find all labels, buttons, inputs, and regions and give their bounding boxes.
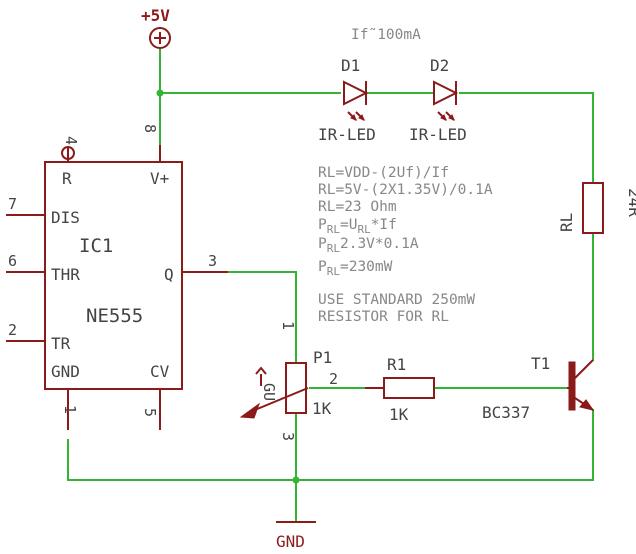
note-line-3: RL=23 Ohm	[318, 199, 397, 215]
rl-name: RL	[557, 213, 576, 232]
pin-num-thr: 6	[8, 252, 17, 270]
pin-name-r: R	[62, 169, 72, 188]
d1-name: D1	[341, 56, 360, 75]
pin-num-cv: 5	[141, 408, 159, 417]
pin-name-q: Q	[164, 265, 174, 284]
plus-sign-icon	[154, 32, 166, 44]
p1-wiper-head	[239, 402, 261, 419]
rl-value: 24R	[625, 188, 636, 217]
note-line-5: PRL2.3V*0.1A	[318, 236, 419, 255]
t1-base-bar	[568, 361, 576, 411]
note-line-4-end: *If	[371, 217, 397, 233]
current-note: If˜100mA	[351, 27, 421, 43]
pin-name-dis: DIS	[51, 208, 80, 227]
supply-5v: +5V	[141, 6, 171, 49]
t1-value: BC337	[482, 403, 530, 422]
plus-circle-icon	[149, 27, 171, 49]
note-line-4: PRL=URL*If	[318, 217, 397, 236]
note-line-1: RL=VDD-(2Uf)/If	[318, 165, 449, 181]
resistor-rl: RL 24R	[557, 182, 636, 234]
p1-pin-bottom: 3	[279, 432, 297, 441]
pin-num-q: 3	[208, 252, 217, 270]
ic-type: NE555	[86, 305, 143, 327]
t1-emitter-arrow-icon	[579, 399, 595, 411]
diode-d2: D2 IR-LED	[409, 56, 467, 144]
d2-arrowhead-a	[440, 114, 447, 121]
p1-tag: GU	[260, 383, 278, 401]
d1-arrowhead-a	[350, 114, 357, 121]
pin-num-dis: 7	[8, 195, 17, 213]
p1-body	[285, 362, 307, 414]
t1-name: T1	[531, 354, 550, 373]
pin-name-vplus: V+	[150, 169, 169, 188]
r1-value: 1K	[389, 405, 409, 424]
diode-d1: D1 IR-LED	[318, 56, 376, 144]
ic-body	[44, 161, 183, 390]
calculation-notes: RL=VDD-(2Uf)/If RL=5V-(2X1.35V)/0.1A RL=…	[318, 165, 493, 325]
note-line-4-sub2: RL	[357, 223, 371, 236]
note-line-4-mid: =U	[340, 217, 357, 233]
note-line-5-p: P	[318, 236, 327, 252]
pin-name-thr: THR	[51, 265, 80, 284]
pin-num-vplus: 8	[141, 124, 159, 133]
r1-name: R1	[387, 355, 406, 374]
pin-name-tr: TR	[51, 334, 71, 353]
t1-collector	[574, 359, 594, 379]
p1-pin-top: 1	[279, 321, 297, 330]
wire-q-to-pot	[181, 271, 297, 364]
d2-name: D2	[430, 56, 449, 75]
wires	[67, 49, 594, 523]
p1-wiper-arrow-icon	[249, 387, 309, 413]
d1-arrowhead-b	[358, 114, 365, 121]
note-line-5-end: 2.3V*0.1A	[340, 236, 419, 252]
pin-name-gnd: GND	[51, 362, 80, 381]
r1-body	[383, 377, 435, 399]
pin-r-bubble	[61, 146, 75, 160]
d2-triangle-icon	[433, 80, 459, 106]
rl-body	[582, 182, 604, 234]
p1-adjust-arrow-icon	[255, 366, 267, 386]
note-line-6-end: =230mW	[340, 259, 393, 275]
ground-symbol: GND	[276, 521, 316, 551]
p1-pin-wiper: 2	[329, 370, 338, 388]
note-line-4-sub: RL	[327, 223, 341, 236]
note-line-4-p: P	[318, 217, 327, 233]
ic-name: IC1	[79, 235, 113, 257]
note-line-2: RL=5V-(2X1.35V)/0.1A	[318, 182, 493, 198]
transistor-t1: T1 BC337	[482, 354, 595, 422]
pin-num-r: 4	[62, 136, 80, 145]
ground-label: GND	[276, 532, 305, 551]
resistor-r1: R1 1K	[365, 355, 435, 424]
pin-num-gnd: 1	[61, 405, 79, 414]
supply-label: +5V	[141, 6, 170, 25]
p1-name: P1	[313, 348, 332, 367]
note-line-6-sub: RL	[327, 265, 341, 278]
d1-triangle-icon	[343, 80, 369, 106]
note-line-6: PRL=230mW	[318, 259, 393, 278]
d2-value: IR-LED	[409, 125, 467, 144]
d2-arrowhead-b	[448, 114, 455, 121]
note-line-8: RESISTOR FOR RL	[318, 309, 449, 325]
p1-value: 1K	[312, 399, 332, 418]
ic-ne555: R V+ DIS THR Q TR GND CV IC1 NE555 4 8 7…	[6, 124, 228, 430]
pin-name-cv: CV	[150, 362, 170, 381]
d1-value: IR-LED	[318, 125, 376, 144]
wire-d2-to-rl	[459, 92, 594, 184]
note-line-7: USE STANDARD 250mW	[318, 292, 475, 308]
note-line-6-p: P	[318, 259, 327, 275]
wire-ground-bus	[67, 409, 594, 481]
junction-vcc	[156, 89, 164, 97]
junction-gnd	[292, 476, 300, 484]
pin-num-tr: 2	[8, 321, 17, 339]
note-line-5-sub: RL	[327, 242, 341, 255]
potentiometer-p1: P1 GU 1K 1 2 3	[239, 321, 338, 441]
